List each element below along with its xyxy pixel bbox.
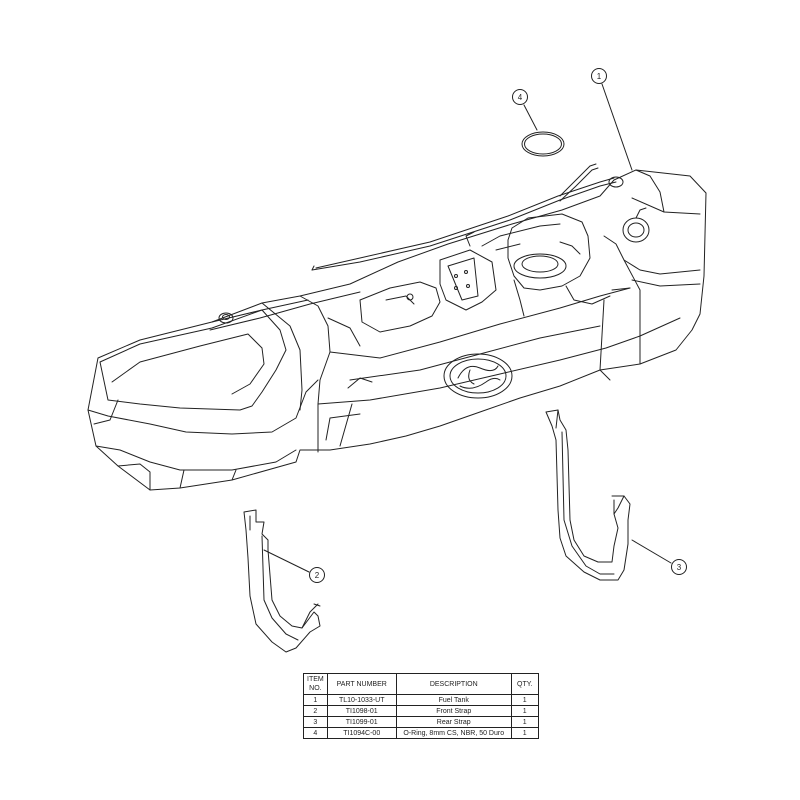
bom-cell-item: 4 (303, 727, 328, 739)
bom-header-item: ITEM NO. (303, 673, 328, 695)
callout-balloon-1 (591, 68, 607, 84)
bom-cell-description: Front Strap (395, 705, 512, 717)
bom-row: 2 TI1098-01 Front Strap 1 (303, 705, 539, 717)
bom-cell-description: Fuel Tank (395, 694, 512, 706)
sb-logo (443, 353, 513, 399)
front-strap (243, 509, 321, 653)
o-ring (521, 131, 565, 157)
bom-cell-qty: 1 (510, 727, 539, 739)
callout-balloon-4 (512, 89, 528, 105)
bom-header-description: DESCRIPTION (395, 673, 512, 695)
bom-row: 4 TI1094C-00 O-Ring, 8mm CS, NBR, 50 Dur… (303, 727, 539, 739)
bom-cell-part: TL10-1033-UT (326, 694, 397, 706)
callout-balloon-2 (309, 567, 325, 583)
bom-header-row: ITEM NO. PART NUMBER DESCRIPTION QTY. (303, 673, 539, 695)
leader-line-3 (631, 539, 672, 564)
callout-label-4: 4 (518, 93, 523, 102)
bom-cell-description: O-Ring, 8mm CS, NBR, 50 Duro (395, 727, 512, 739)
callout-label-2: 2 (315, 571, 320, 580)
bom-cell-qty: 1 (510, 705, 539, 717)
callout-label-3: 3 (677, 563, 682, 572)
leader-line-4 (523, 104, 538, 131)
callout-label-1: 1 (597, 72, 602, 81)
bill-of-materials-table: ITEM NO. PART NUMBER DESCRIPTION QTY. 1 … (303, 673, 539, 739)
bom-row: 1 TL10-1033-UT Fuel Tank 1 (303, 694, 539, 706)
bom-row: 3 TI1099-01 Rear Strap 1 (303, 716, 539, 728)
rear-strap (545, 409, 631, 581)
bom-cell-description: Rear Strap (395, 716, 512, 728)
bom-cell-qty: 1 (510, 716, 539, 728)
bom-cell-item: 2 (303, 705, 328, 717)
fuel-tank (87, 163, 707, 491)
bom-cell-qty: 1 (510, 694, 539, 706)
bom-cell-part: TI1098-01 (326, 705, 397, 717)
bom-cell-part: TI1094C-00 (326, 727, 397, 739)
bom-cell-item: 3 (303, 716, 328, 728)
bom-cell-item: 1 (303, 694, 328, 706)
leader-line-1 (601, 83, 633, 171)
bom-header-part: PART NUMBER (326, 673, 397, 695)
leader-line-2 (263, 549, 310, 573)
bom-cell-part: TI1099-01 (326, 716, 397, 728)
bom-header-qty: QTY. (510, 673, 539, 695)
callout-balloon-3 (671, 559, 687, 575)
